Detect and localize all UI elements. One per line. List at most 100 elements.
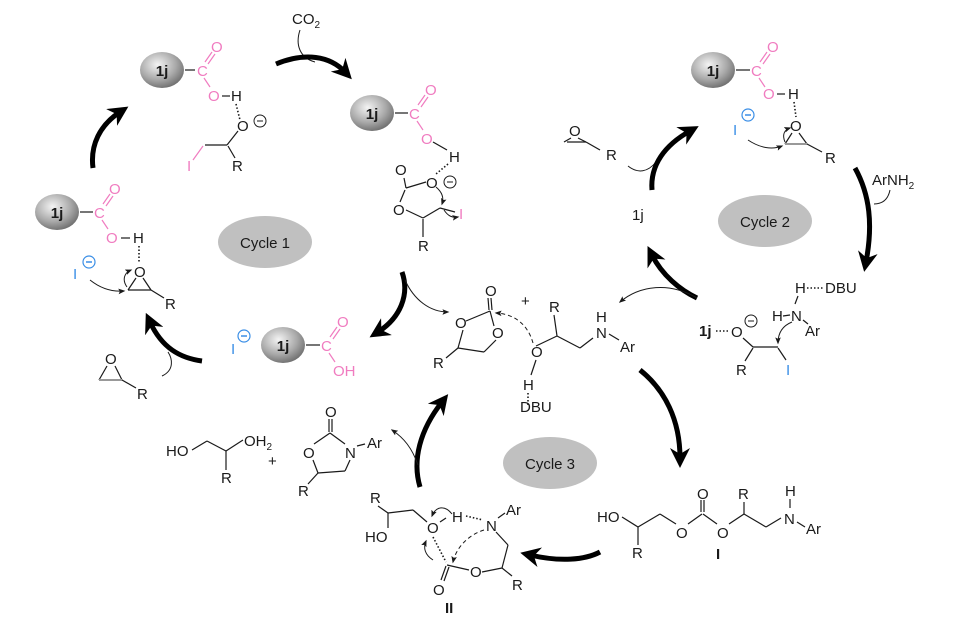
product-release-arrow [390,429,419,466]
intermediate-II: R HO O H N Ar R O O II [365,490,523,617]
catalyst-label: 1j [51,205,64,222]
cycle-2-badge: Cycle 2 [718,195,812,247]
product-diol: HO R OH2 + [166,433,277,487]
atom-o: O [531,344,543,361]
atom-o: O [237,118,249,135]
cycle-arrow [414,394,449,488]
atom-o: O [211,39,223,56]
atom-r: R [165,296,176,313]
electron-push-arrow [123,269,133,288]
atom-r: R [549,299,560,316]
electron-push-arrow [783,127,792,143]
atom-o: O [337,314,349,331]
atom-ar: Ar [805,323,820,340]
cyclic-carbonate: O O O R [433,283,504,372]
iodide-atom: I [73,266,77,283]
atom-o: O [208,88,220,105]
atom-o: O [763,86,775,103]
catalyst-label: 1j [699,323,712,340]
catalyst-sphere [350,95,394,131]
atom-r: R [632,545,643,562]
atom-r: R [370,490,381,507]
atom-n: N [345,445,356,462]
atom-i: I [187,158,191,175]
cycle-arrow [638,368,690,468]
atom-r: R [512,577,523,594]
atom-o: O [303,445,315,462]
catalyst-label: 1j [156,63,169,80]
iodide-atom: I [786,362,790,379]
atom-o: O [731,324,743,341]
co2-reagent: CO2 [292,11,321,31]
atom-o: O [676,525,688,542]
atom-o: O [421,131,433,148]
atom-h: H [523,377,534,394]
electron-push-arrow [443,209,460,221]
arnh2-reagent: ArNH2 [872,172,915,192]
catalyst-sphere [691,52,735,88]
atom-oh: OH [333,363,356,380]
atom-o: O [109,181,121,198]
cycle-2-label: Cycle 2 [740,214,790,231]
catalyst-label: 1j [707,63,720,80]
atom-o: O [492,325,504,342]
atom-h: H [452,509,463,526]
atom-ar: Ar [506,502,521,519]
atom-o: O [395,162,407,179]
atom-oh2: OH2 [244,433,273,453]
cycle-arrow [649,126,699,191]
cycle-arrow [520,547,602,568]
plus-sign: + [268,453,277,470]
atom-c: C [751,63,762,80]
atom-c: C [409,106,420,123]
dbu-label: DBU [825,280,857,297]
atom-o: O [697,486,709,503]
minus-charge-icon [82,255,96,269]
atom-o: O [470,564,482,581]
atom-n: N [791,308,802,325]
cycle-1-badge: Cycle 1 [218,216,312,268]
atom-ar: Ar [806,521,821,538]
atom-r: R [736,362,747,379]
dbu-label: DBU [520,399,552,416]
atom-r: R [137,386,148,403]
cycle-3-badge: Cycle 3 [503,437,597,489]
atom-r: R [232,158,243,175]
amino-alcohol-dbu: R O N H Ar H DBU [494,299,635,416]
epoxide-reagent: O R [98,351,148,403]
atom-r: R [433,355,444,372]
co2-entry-arrow [297,29,316,63]
atom-c: C [94,205,105,222]
cycle-3-label: Cycle 3 [525,456,575,473]
atom-o: O [106,230,118,247]
atom-i: I [459,206,463,223]
atom-r: R [221,470,232,487]
atom-o: O [134,264,146,281]
intermediate-I: HO R O O O R N H Ar I [597,483,821,563]
cycle-arrow [852,166,878,272]
atom-h: H [596,309,607,326]
minus-charge-icon [741,108,755,122]
nucleophilic-attack-arrow [451,529,485,564]
atom-o: O [425,82,437,99]
atom-r: R [738,486,749,503]
minus-charge-icon [237,329,251,343]
cycle-arrow [275,54,352,80]
atom-c: C [197,63,208,80]
atom-r: R [825,150,836,167]
product-release-arrow [618,287,698,303]
atom-o: O [767,39,779,56]
atom-r: R [606,147,617,164]
atom-o: O [427,520,439,537]
electron-push-arrow [775,321,793,345]
atom-h: H [788,86,799,103]
product-oxazolidinone: O O N Ar R [298,404,382,500]
minus-charge-icon [253,114,267,128]
atom-o: O [569,123,581,140]
atom-ar: Ar [620,339,635,356]
atom-n: N [596,325,607,342]
intermediate-II-label: II [445,600,453,617]
atom-o: O [717,525,729,542]
atom-o: O [325,404,337,421]
